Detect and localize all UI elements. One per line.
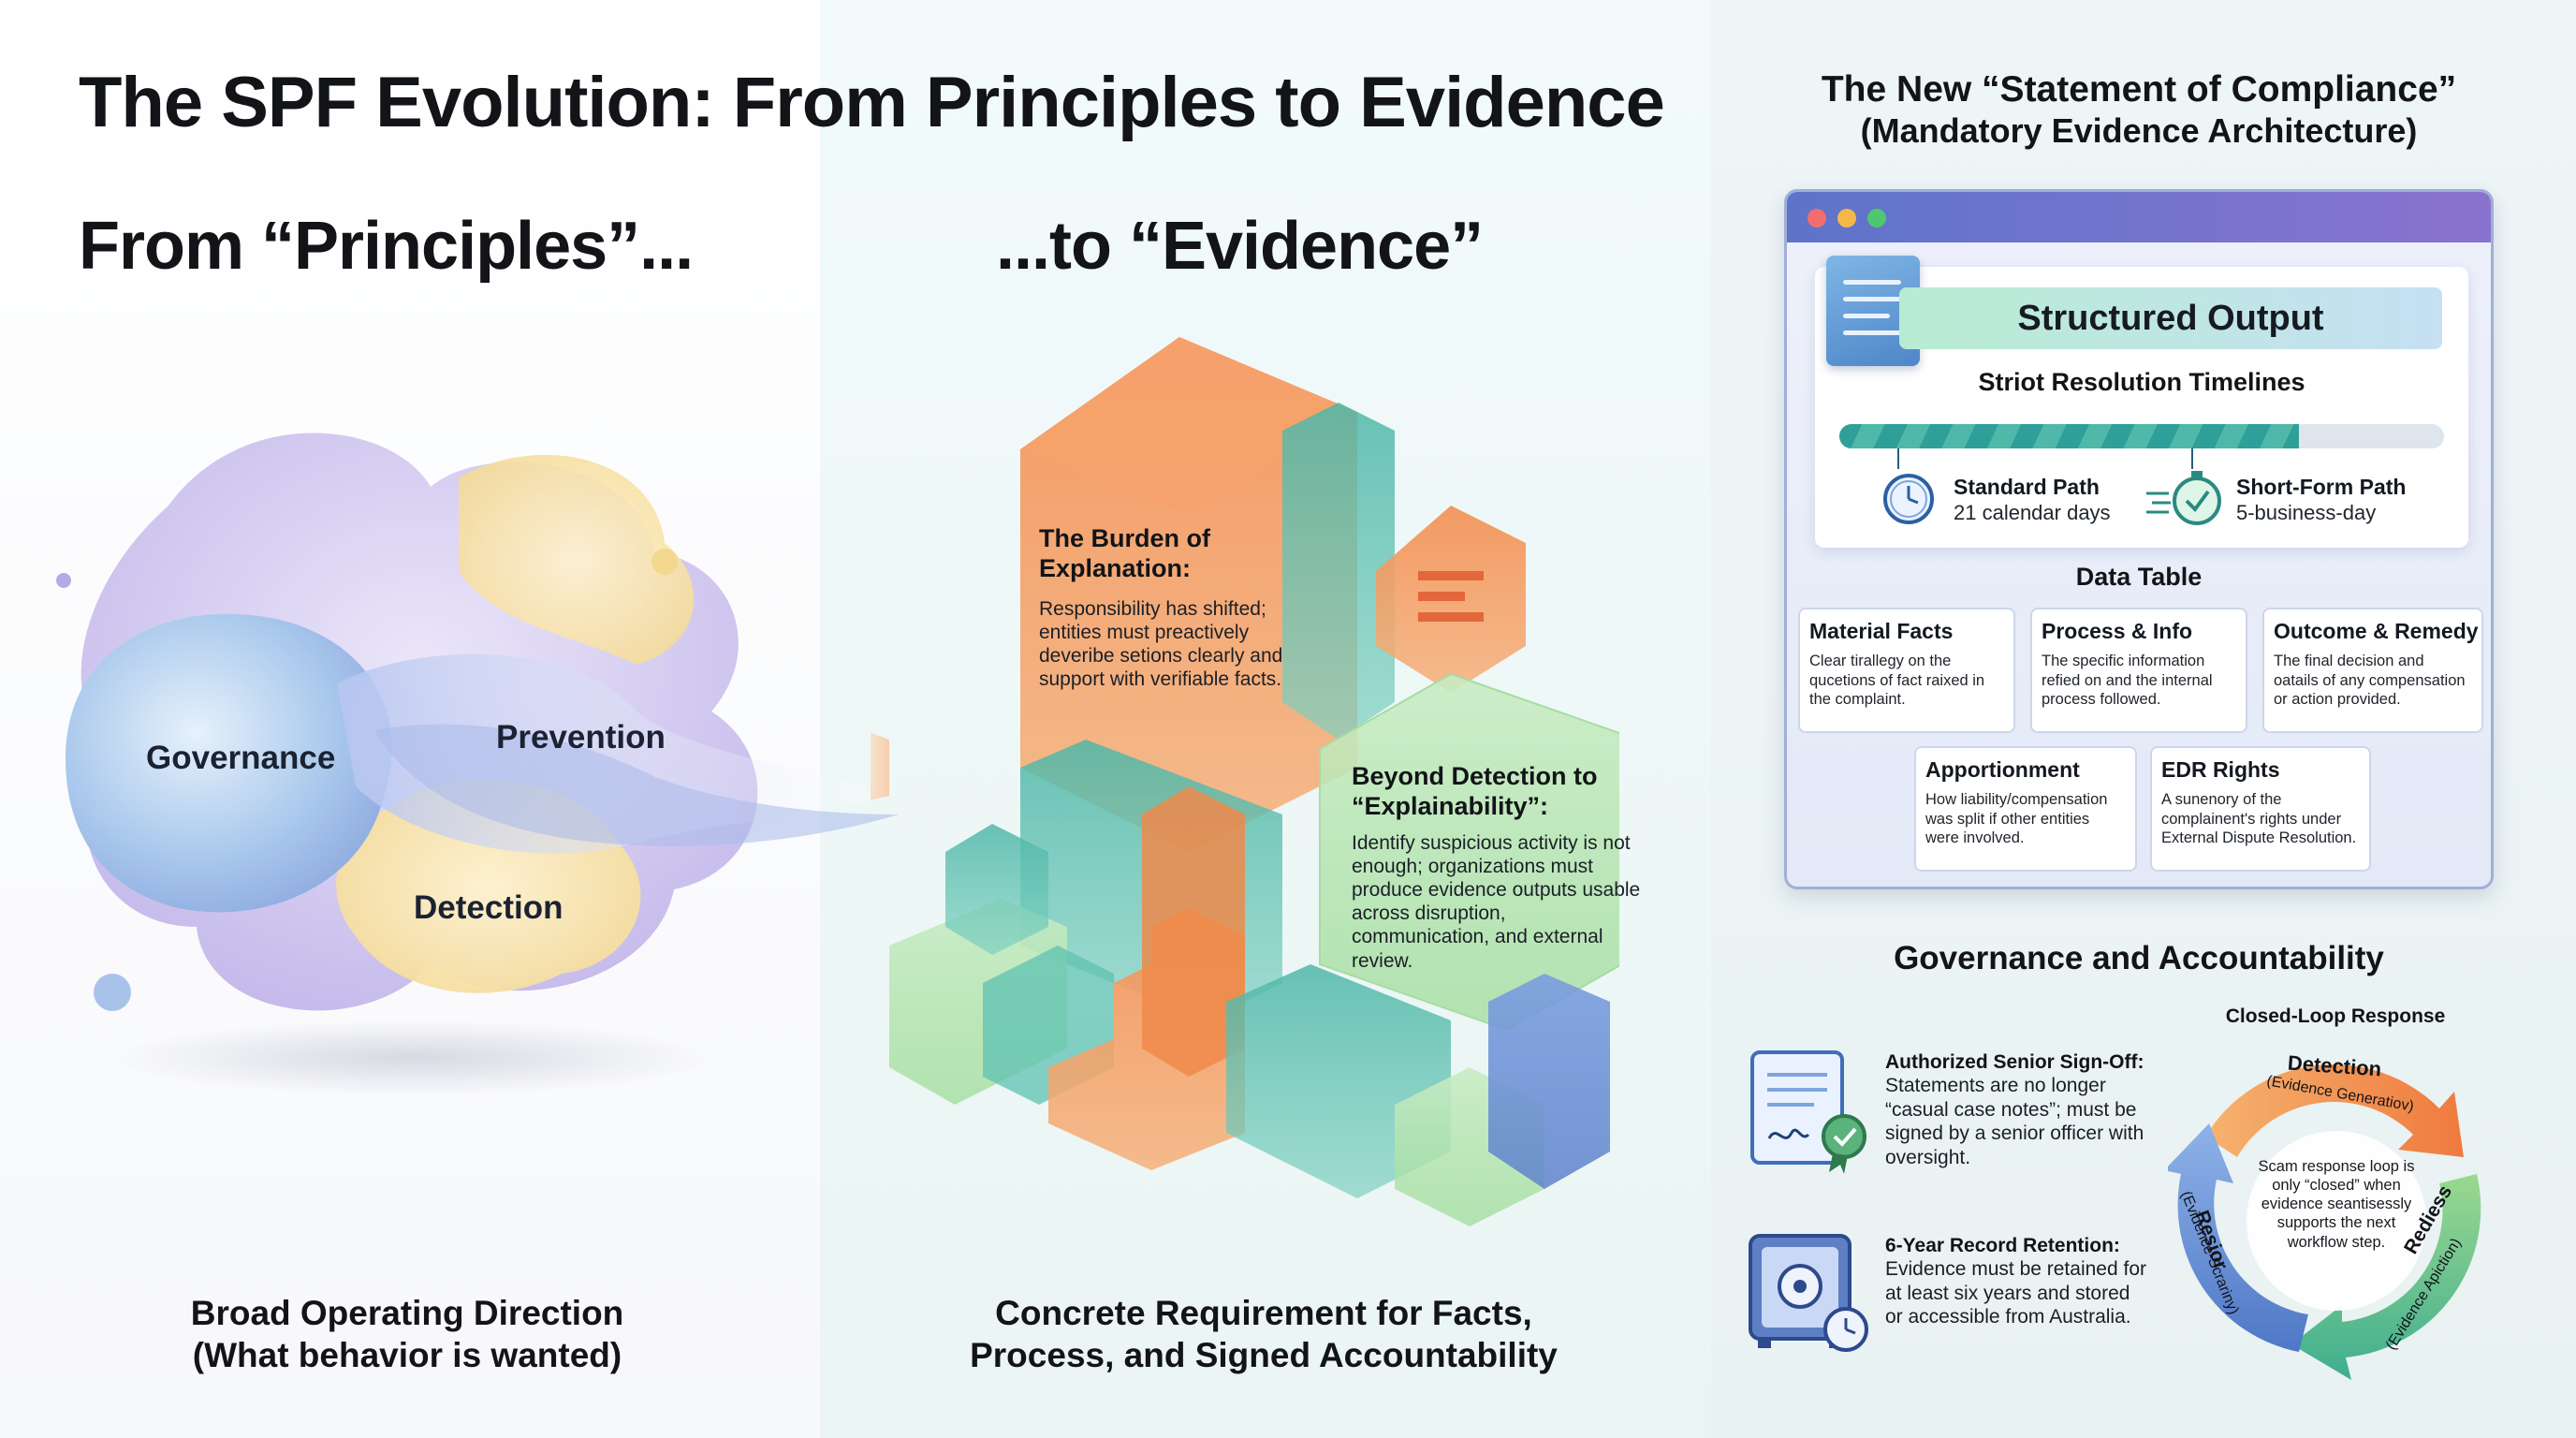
middle-caption-line1: Concrete Requirement for Facts, bbox=[995, 1294, 1532, 1332]
cell-material-facts-title: Material Facts bbox=[1809, 619, 1954, 643]
cell-apportionment-title: Apportionment bbox=[1925, 757, 2080, 782]
structured-output-card: Structured Output Striot Resolution Time… bbox=[1815, 256, 2468, 548]
timeline-bar bbox=[1839, 424, 2444, 448]
middle-caption-line2: Process, and Signed Accountability bbox=[970, 1336, 1558, 1375]
timeline-fill bbox=[1839, 424, 2299, 448]
cell-process-info-title: Process & Info bbox=[2042, 619, 2193, 643]
cell-outcome-remedy-body: The final decision and oatails of any co… bbox=[2274, 653, 2466, 709]
beyond-title: Beyond Detection to “Explainability”: bbox=[1352, 762, 1598, 820]
blob-governance: Governance bbox=[146, 740, 336, 776]
compliance-title-line2: (Mandatory Evidence Architecture) bbox=[1860, 110, 2418, 150]
vault-icon bbox=[1749, 1234, 1868, 1352]
blob-prevention: Prevention bbox=[496, 719, 666, 756]
cell-process-info-body: The specific information refied on and t… bbox=[2042, 653, 2213, 709]
evidence-blocks bbox=[871, 337, 1619, 1226]
page-title: The SPF Evolution: From Principles to Ev… bbox=[79, 63, 1665, 142]
timelines-title: Striot Resolution Timelines bbox=[1978, 368, 2305, 396]
governance-title: Governance and Accountability bbox=[1894, 940, 2384, 976]
compliance-title-line1: The New “Statement of Compliance” bbox=[1821, 69, 2457, 110]
window-maximize-dot[interactable] bbox=[1867, 209, 1886, 227]
cell-process-info: Process & Info The specific information … bbox=[2030, 608, 2247, 733]
burden-card: The Burden of Explanation: Responsibilit… bbox=[1039, 524, 1310, 691]
principles-heading: From “Principles”... bbox=[79, 209, 694, 284]
burden-body: Responsibility has shifted; entities mus… bbox=[1039, 597, 1283, 691]
window-title-bar bbox=[1787, 192, 2491, 242]
cell-material-facts-body: Clear tirallegy on the qucetions of fact… bbox=[1809, 653, 1985, 709]
beyond-card: Beyond Detection to “Explainability”: Id… bbox=[1352, 762, 1642, 973]
retention-label: 6-Year Record Retention: bbox=[1885, 1235, 2120, 1256]
cell-edr-rights-body: A sunenory of the complainent's rights u… bbox=[2161, 791, 2357, 847]
closed-loop-title: Closed-Loop Response bbox=[2225, 1005, 2446, 1027]
cell-edr-rights-title: EDR Rights bbox=[2161, 757, 2280, 782]
middle-caption: Concrete Requirement for Facts, Process,… bbox=[945, 1292, 1582, 1376]
blob-detection: Detection bbox=[414, 889, 564, 926]
cell-outcome-remedy: Outcome & Remedy The final decision and … bbox=[2262, 608, 2483, 733]
short-path-detail: 5-business-day bbox=[2236, 501, 2377, 524]
retention-body: Evidence must be retained for at least s… bbox=[1885, 1258, 2146, 1328]
standard-path-label: Standard Path bbox=[1954, 475, 2100, 499]
structured-output-banner: Structured Output bbox=[1899, 287, 2442, 349]
signoff-block: Authorized Senior Sign-Off: Statements a… bbox=[1885, 1050, 2147, 1170]
fast-timer-icon bbox=[2146, 471, 2221, 525]
window-minimize-dot[interactable] bbox=[1837, 209, 1856, 227]
principles-cloud bbox=[56, 433, 899, 1095]
left-caption: Broad Operating Direction (What behavior… bbox=[112, 1292, 702, 1376]
standard-path-detail: 21 calendar days bbox=[1954, 501, 2111, 524]
cell-edr-rights: EDR Rights A sunenory of the complainent… bbox=[2150, 746, 2371, 872]
window-close-dot[interactable] bbox=[1808, 209, 1826, 227]
left-caption-line1: Broad Operating Direction bbox=[190, 1294, 624, 1332]
evidence-heading: ...to “Evidence” bbox=[996, 209, 1484, 284]
cell-apportionment-body: How liability/compensation was split if … bbox=[1925, 791, 2108, 847]
burden-title: The Burden of Explanation: bbox=[1039, 524, 1210, 582]
cell-material-facts: Material Facts Clear tirallegy on the qu… bbox=[1798, 608, 2015, 733]
left-caption-line2: (What behavior is wanted) bbox=[192, 1336, 622, 1375]
short-path-label: Short-Form Path bbox=[2236, 475, 2407, 499]
certificate-icon bbox=[1750, 1050, 1866, 1174]
closed-loop-center-text: Scam response loop is only “closed” when… bbox=[2258, 1158, 2415, 1251]
statement-window: Structured Output Striot Resolution Time… bbox=[1784, 189, 2494, 889]
compliance-title: The New “Statement of Compliance” (Manda… bbox=[1760, 69, 2518, 150]
stopwatch-icon bbox=[1883, 474, 1934, 524]
data-table-title: Data Table bbox=[2075, 563, 2203, 591]
closed-loop-diagram bbox=[2168, 1064, 2481, 1380]
signoff-body: Statements are no longer “casual case no… bbox=[1885, 1075, 2144, 1169]
retention-block: 6-Year Record Retention: Evidence must b… bbox=[1885, 1234, 2147, 1329]
beyond-body: Identify suspicious activity is not enou… bbox=[1352, 831, 1641, 972]
cell-apportionment: Apportionment How liability/compensation… bbox=[1914, 746, 2137, 872]
cell-outcome-remedy-title: Outcome & Remedy bbox=[2274, 619, 2479, 643]
signoff-label: Authorized Senior Sign-Off: bbox=[1885, 1051, 2144, 1073]
